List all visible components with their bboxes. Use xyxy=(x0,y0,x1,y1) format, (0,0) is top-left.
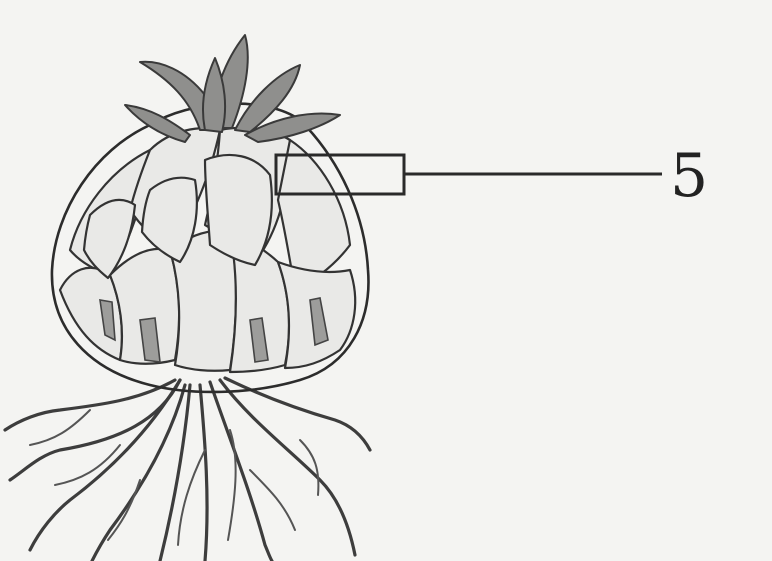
label-5: 5 xyxy=(670,141,708,211)
roots xyxy=(5,378,370,561)
bulb-body xyxy=(52,104,369,392)
sprout-leaves xyxy=(125,35,340,142)
